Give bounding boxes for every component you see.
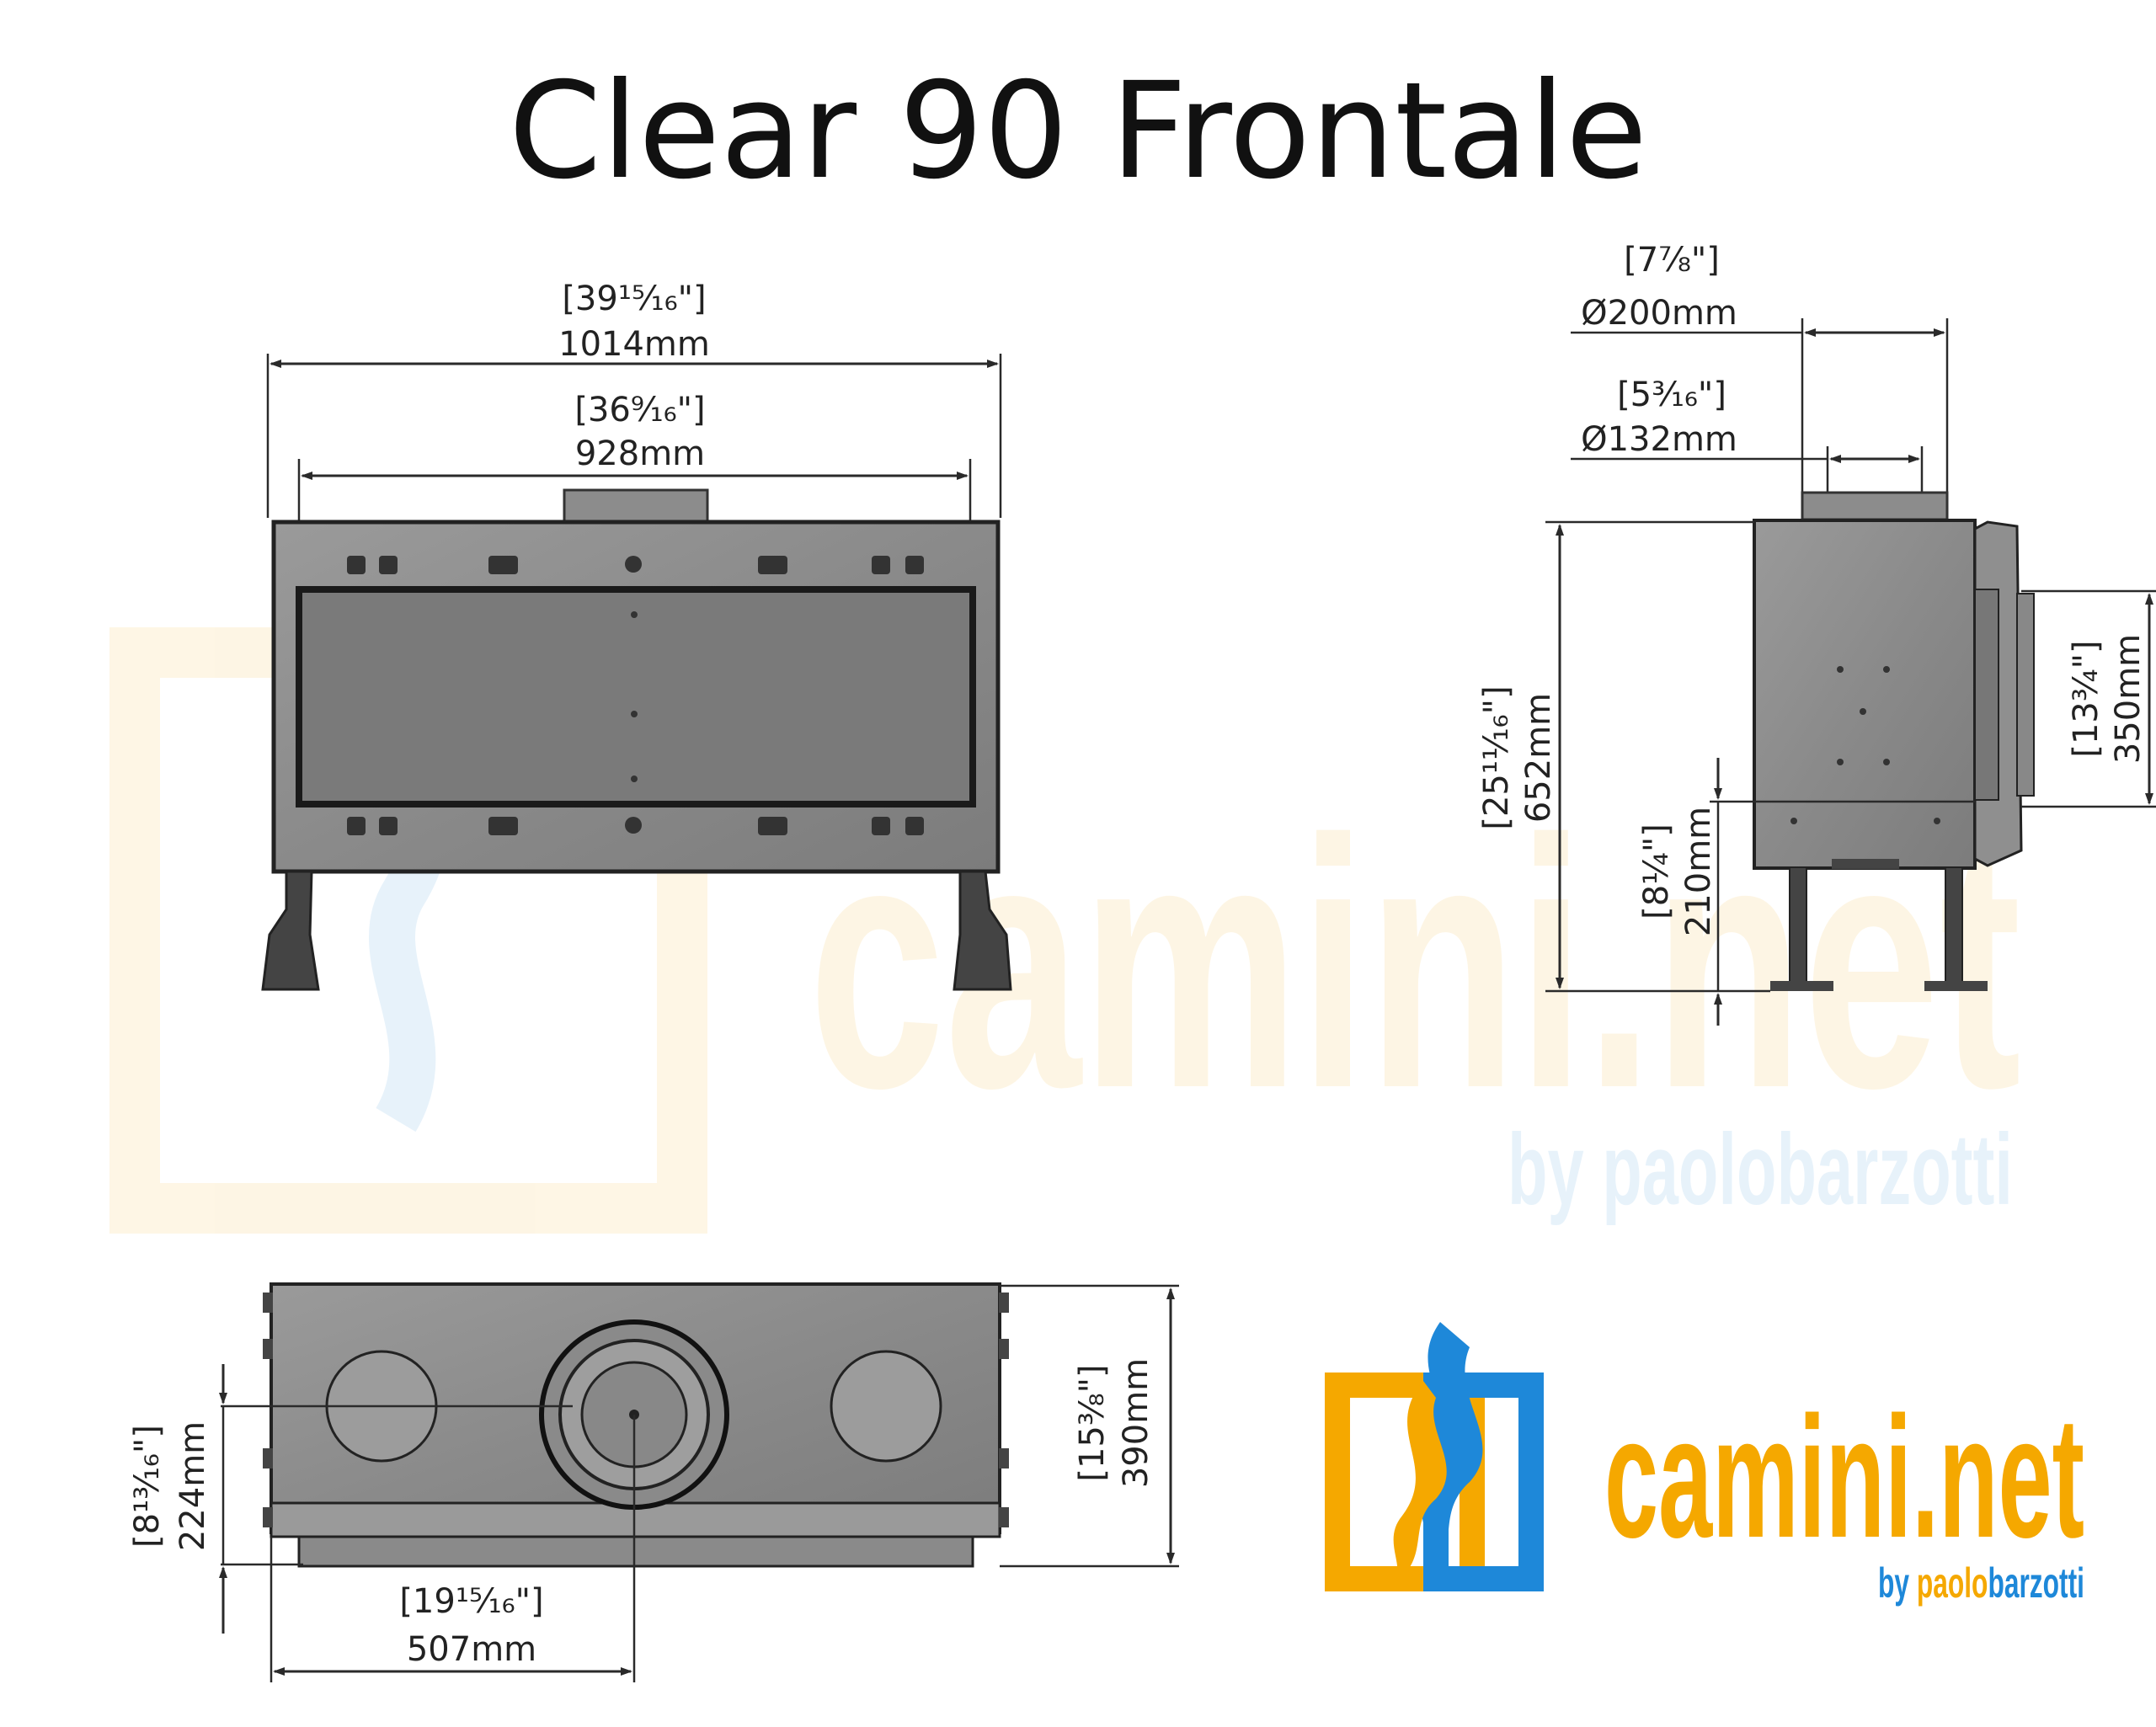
flue-outer-mm: Ø200mm bbox=[1581, 294, 1737, 333]
flue-inner-mm: Ø132mm bbox=[1581, 420, 1737, 459]
flue-offset-mm: 224mm bbox=[173, 1421, 212, 1551]
side-view: [7⁷⁄₈"] Ø200mm [5³⁄₁₆"] Ø132mm bbox=[1477, 241, 2156, 1026]
front-height-mm: 350mm bbox=[2109, 634, 2148, 764]
center-offset-inch: [19¹⁵⁄₁₆"] bbox=[399, 1582, 543, 1621]
glass-panel bbox=[296, 586, 976, 808]
fireplace-side-body bbox=[1753, 519, 1977, 870]
logo-tagline-prefix: by bbox=[1878, 1559, 1917, 1607]
page-title: Clear 90 Frontale bbox=[509, 54, 1647, 209]
depth-inch: [15³⁄₈"] bbox=[1073, 1364, 1112, 1481]
logo-tagline-name-1: paolo bbox=[1917, 1559, 1988, 1607]
flue-inner-inch: [5³⁄₁₆"] bbox=[1617, 376, 1726, 414]
center-offset-mm: 507mm bbox=[407, 1630, 536, 1669]
flue-offset-inch: [8¹³⁄₁₆"] bbox=[128, 1425, 167, 1548]
brand-logo: camini.net by paolobarzotti bbox=[1325, 1322, 2084, 1607]
glass-width-mm: 928mm bbox=[575, 434, 705, 473]
front-width-mm: 1014mm bbox=[558, 325, 710, 364]
flue-outer-inch: [7⁷⁄₈"] bbox=[1624, 241, 1720, 280]
glass-width-inch: [36⁹⁄₁₆"] bbox=[574, 391, 705, 429]
overall-height-mm: 652mm bbox=[1519, 693, 1558, 823]
top-view: [8¹³⁄₁₆"] 224mm [15³⁄₈"] 390mm [19¹⁵⁄₁₆"… bbox=[128, 1282, 1179, 1682]
front-view: [39¹⁵⁄₁₆"] 1014mm [36⁹⁄₁₆"] 928mm bbox=[261, 280, 1012, 991]
flame-frame-icon bbox=[1325, 1322, 1544, 1591]
base-height-mm: 210mm bbox=[1679, 807, 1718, 936]
front-width-inch: [39¹⁵⁄₁₆"] bbox=[562, 280, 706, 318]
logo-brand: camini.net bbox=[1604, 1381, 2084, 1574]
front-height-inch: [13³⁄₄"] bbox=[2067, 640, 2105, 757]
watermark-tagline: by paolobarzotti bbox=[1508, 1113, 2013, 1226]
logo-tagline-name-2: barzotti bbox=[1988, 1559, 2084, 1607]
depth-mm: 390mm bbox=[1117, 1358, 1155, 1488]
logo-tagline: by paolobarzotti bbox=[1878, 1559, 2084, 1607]
overall-height-inch: [25¹¹⁄₁₆"] bbox=[1477, 685, 1516, 829]
base-height-inch: [8¹⁄₄"] bbox=[1637, 824, 1676, 919]
